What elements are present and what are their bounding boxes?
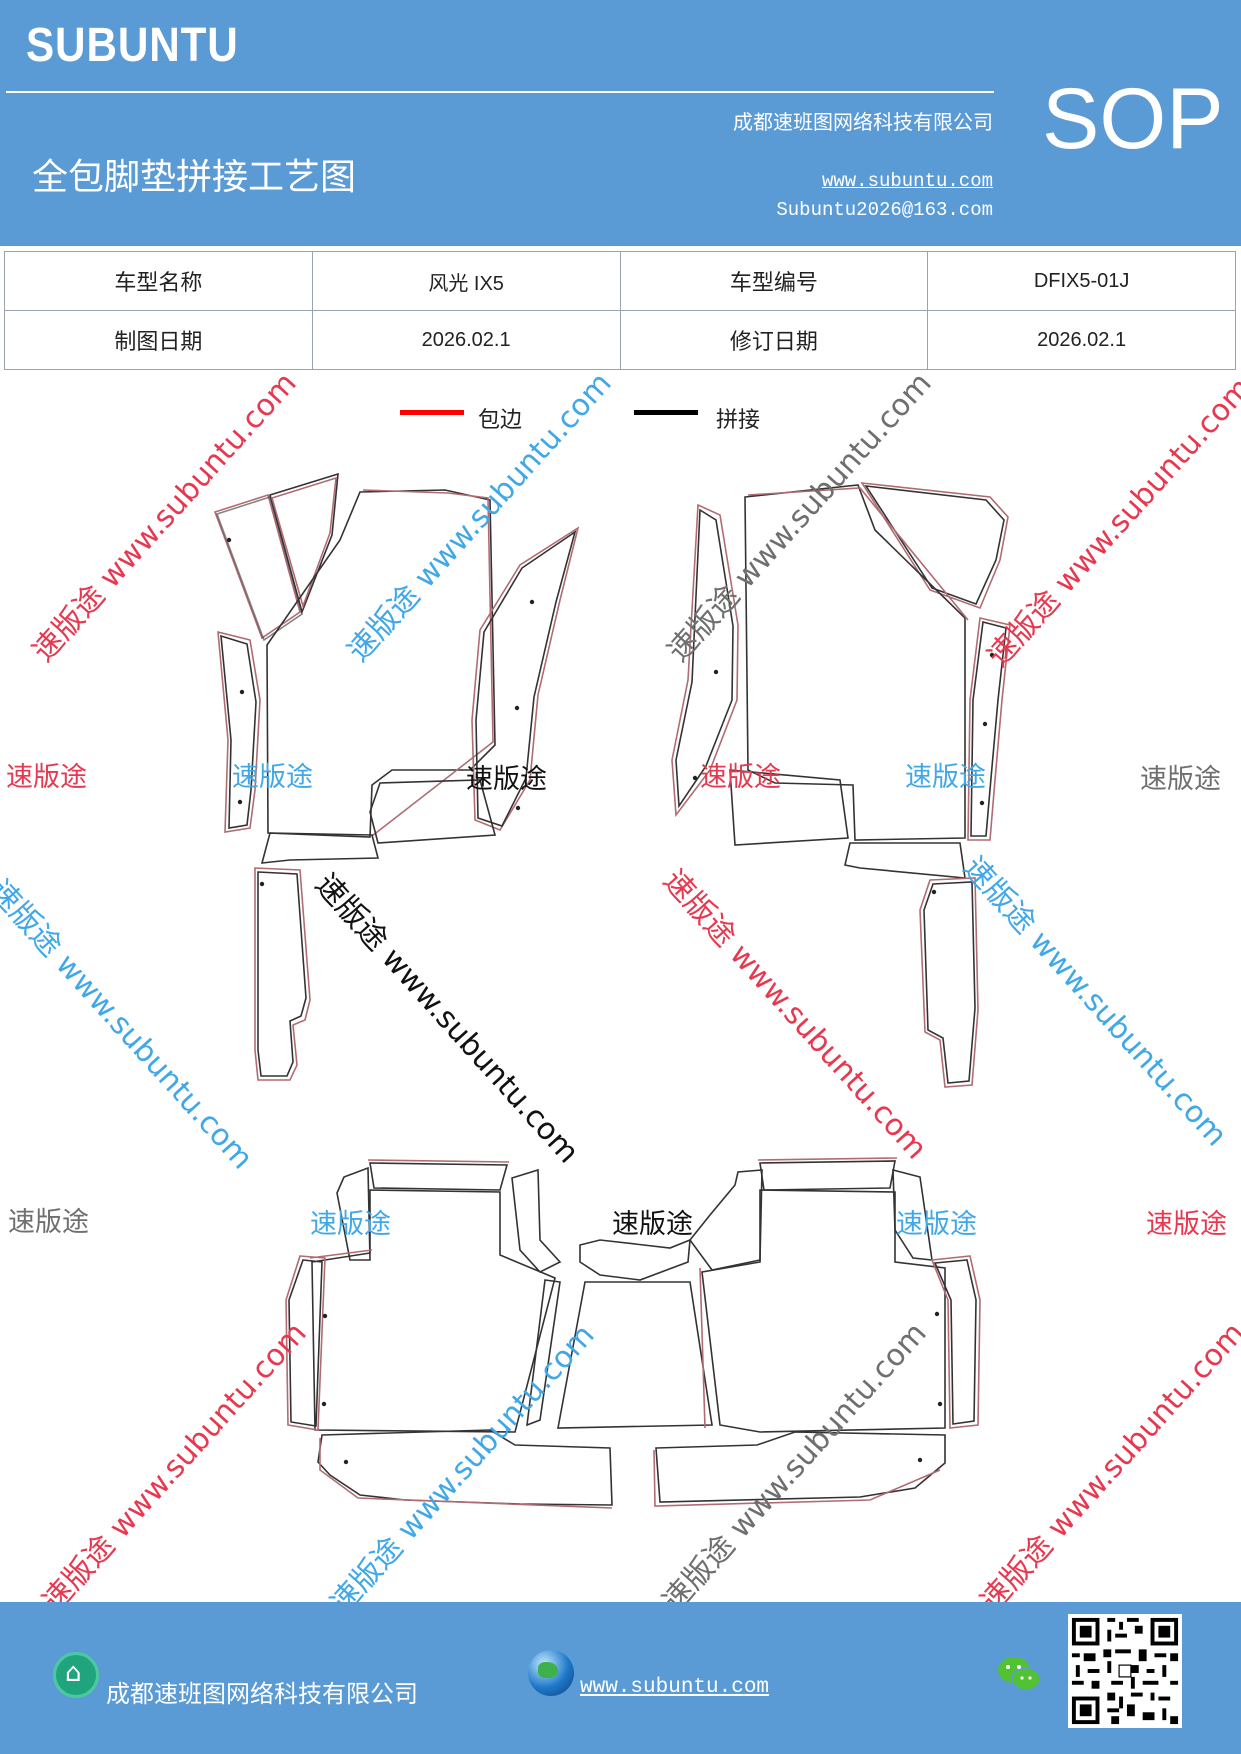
legend: 包边 拼接 bbox=[400, 400, 800, 440]
rear-mat-pieces bbox=[285, 1157, 981, 1509]
drawing-date-value: 2026.02.1 bbox=[311, 310, 621, 370]
globe-icon bbox=[528, 1650, 574, 1696]
legend-edge-label: 包边 bbox=[478, 408, 523, 433]
legend-splice-label: 拼接 bbox=[716, 408, 761, 433]
watermark: 速版途 bbox=[1146, 1209, 1227, 1240]
legend-splice-swatch bbox=[634, 410, 698, 415]
brand-logo: SUBUNTU bbox=[26, 19, 239, 72]
watermark: 速版途 bbox=[1140, 764, 1221, 795]
watermark: 速版途 bbox=[6, 762, 87, 793]
model-name-label: 车型名称 bbox=[4, 251, 313, 311]
email-address: Subuntu2026@163.com bbox=[776, 199, 993, 221]
vehicle-info-table: 车型名称 风光 IX5 车型编号 DFIX5-01J 制图日期 2026.02.… bbox=[4, 251, 1236, 370]
watermark: 速版途 bbox=[310, 1209, 391, 1240]
header-banner: SUBUNTU 成都速班图网络科技有限公司 全包脚垫拼接工艺图 www.subu… bbox=[0, 0, 1241, 246]
watermark: 速版途 bbox=[905, 762, 986, 793]
front-right-mat-pieces bbox=[671, 482, 1011, 1088]
table-row: 制图日期 2026.02.1 修订日期 2026.02.1 bbox=[4, 310, 1236, 370]
qr-code[interactable] bbox=[1068, 1614, 1182, 1728]
watermark: 速版途 bbox=[466, 764, 547, 795]
table-row: 车型名称 风光 IX5 车型编号 DFIX5-01J bbox=[4, 251, 1236, 311]
watermark: 速版途 bbox=[232, 762, 313, 793]
sop-badge: SOP bbox=[1042, 71, 1224, 167]
footer-company-name: 成都速班图网络科技有限公司 bbox=[106, 1680, 418, 1708]
website-link[interactable]: www.subuntu.com bbox=[821, 170, 993, 192]
watermark: 速版途 bbox=[612, 1209, 693, 1240]
revision-date-label: 修订日期 bbox=[619, 310, 929, 370]
watermark: 速版途 bbox=[896, 1209, 977, 1240]
model-code-value: DFIX5-01J bbox=[927, 251, 1236, 311]
model-name-value: 风光 IX5 bbox=[311, 251, 621, 311]
page-title: 全包脚垫拼接工艺图 bbox=[32, 157, 357, 198]
footer-banner: 成都速班图网络科技有限公司 www.subuntu.com bbox=[0, 1602, 1241, 1754]
home-icon bbox=[53, 1652, 99, 1698]
company-name: 成都速班图网络科技有限公司 bbox=[733, 110, 993, 134]
watermark: 速版途 bbox=[8, 1207, 89, 1238]
revision-date-value: 2026.02.1 bbox=[927, 310, 1236, 370]
header-divider bbox=[6, 91, 994, 93]
wechat-icon bbox=[998, 1657, 1041, 1691]
footer-website-link[interactable]: www.subuntu.com bbox=[580, 1676, 770, 1699]
drawing-date-label: 制图日期 bbox=[4, 310, 313, 370]
watermark: 速版途 bbox=[700, 762, 781, 793]
front-left-mat-pieces bbox=[213, 472, 580, 1081]
legend-edge-swatch bbox=[400, 410, 464, 415]
model-code-label: 车型编号 bbox=[619, 251, 929, 311]
